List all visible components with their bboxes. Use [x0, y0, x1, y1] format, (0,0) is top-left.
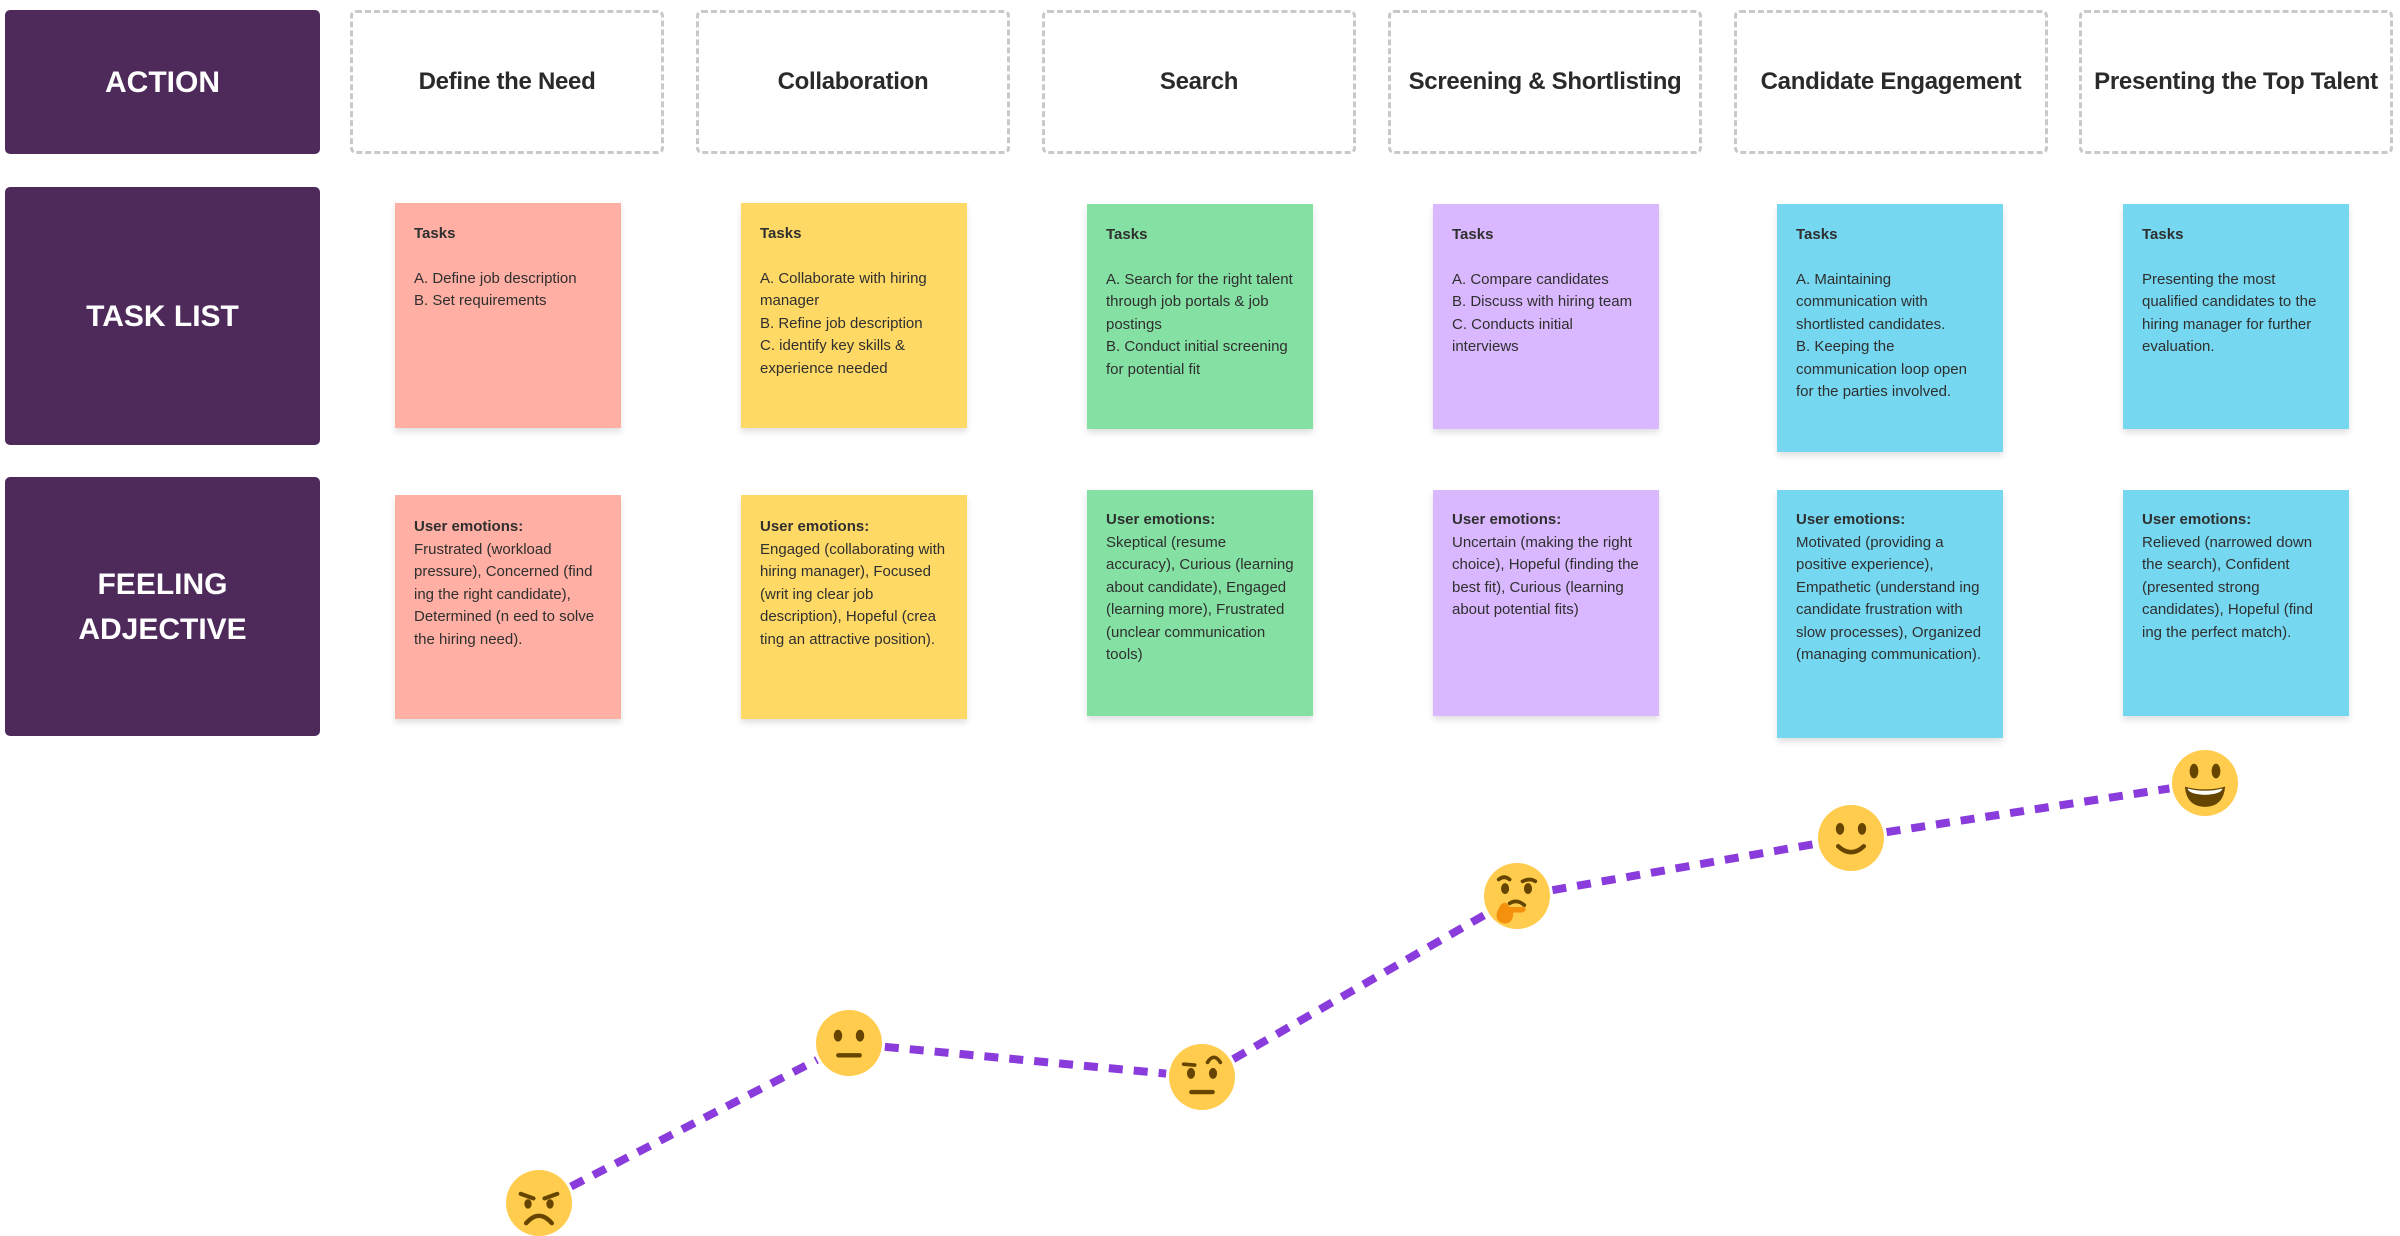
sticky-body: Engaged (collaborating with hiring manag…	[760, 540, 946, 648]
task-sticky-candidate-engagement[interactable]: Tasks A. Maintaining communication with …	[1777, 204, 2003, 452]
row-label-task-list-text: TASK LIST	[86, 299, 239, 333]
sticky-body: A. Maintaining communication with shortl…	[1796, 270, 1967, 401]
sticky-body: Frustrated (workload pressure), Concerne…	[414, 540, 595, 648]
task-sticky-collaboration[interactable]: Tasks A. Collaborate with hiring manager…	[741, 203, 967, 428]
stage-header-search[interactable]: Search	[1042, 10, 1356, 154]
sticky-body: Uncertain (making the right choice), Hop…	[1452, 533, 1639, 619]
sticky-body: Presenting the most qualified candidates…	[2142, 270, 2317, 356]
sticky-title: Tasks	[1452, 226, 1494, 243]
emotion-sticky-candidate-engagement[interactable]: User emotions: Motivated (providing a po…	[1777, 490, 2003, 738]
stage-title: Search	[1159, 68, 1239, 95]
task-sticky-define-the-need[interactable]: Tasks A. Define job description B. Set r…	[395, 203, 621, 428]
sticky-body: Skeptical (resume accuracy), Curious (le…	[1106, 533, 1294, 664]
stage-title: Collaboration	[777, 68, 929, 95]
sticky-title: User emotions:	[1452, 511, 1562, 528]
stage-title: Define the Need	[418, 68, 596, 95]
sticky-title: User emotions:	[2142, 511, 2252, 528]
row-label-feeling-text: FEELING ADJECTIVE	[78, 567, 247, 646]
sticky-title: User emotions:	[414, 518, 524, 535]
thinking-face-icon	[1483, 862, 1551, 931]
sticky-body: A. Define job description B. Set require…	[414, 269, 577, 310]
stage-header-presenting-top-talent[interactable]: Presenting the Top Talent	[2079, 10, 2393, 154]
sticky-title: Tasks	[2142, 226, 2184, 243]
sticky-body: Motivated (providing a positive experien…	[1796, 533, 1982, 664]
neutral-face-icon	[815, 1009, 883, 1078]
sticky-title: User emotions:	[1106, 511, 1216, 528]
stage-title: Presenting the Top Talent	[2094, 68, 2378, 95]
sticky-body: A. Collaborate with hiring manager B. Re…	[760, 269, 927, 377]
sticky-title: Tasks	[1106, 226, 1148, 243]
journey-segment	[1885, 784, 2171, 837]
sticky-title: User emotions:	[1796, 511, 1906, 528]
row-label-action: ACTION	[5, 10, 320, 154]
journey-segment	[1551, 839, 1817, 895]
row-label-action-text: ACTION	[105, 65, 220, 99]
emotion-sticky-search[interactable]: User emotions: Skeptical (resume accurac…	[1087, 490, 1313, 716]
sticky-title: Tasks	[760, 225, 802, 242]
row-label-task-list: TASK LIST	[5, 187, 320, 445]
journey-segment	[1231, 910, 1488, 1063]
sticky-body: A. Compare candidates B. Discuss with hi…	[1452, 270, 1633, 356]
emotion-sticky-screening-shortlisting[interactable]: User emotions: Uncertain (making the rig…	[1433, 490, 1659, 716]
journey-segment	[569, 1056, 819, 1191]
journey-segment	[884, 1042, 1167, 1078]
stage-title: Screening & Shortlisting	[1408, 68, 1682, 95]
stage-header-candidate-engagement[interactable]: Candidate Engagement	[1734, 10, 2048, 154]
stage-header-screening-shortlisting[interactable]: Screening & Shortlisting	[1388, 10, 1702, 154]
task-sticky-presenting-top-talent[interactable]: Tasks Presenting the most qualified cand…	[2123, 204, 2349, 429]
angry-face-icon	[505, 1169, 573, 1236]
emotion-sticky-define-the-need[interactable]: User emotions: Frustrated (workload pres…	[395, 495, 621, 719]
sticky-title: Tasks	[1796, 226, 1838, 243]
row-label-feeling-adjective: FEELING ADJECTIVE	[5, 477, 320, 736]
stage-title: Candidate Engagement	[1760, 68, 2022, 95]
emotion-sticky-presenting-top-talent[interactable]: User emotions: Relieved (narrowed down t…	[2123, 490, 2349, 716]
stage-header-collaboration[interactable]: Collaboration	[696, 10, 1010, 154]
emotion-sticky-collaboration[interactable]: User emotions: Engaged (collaborating wi…	[741, 495, 967, 719]
task-sticky-search[interactable]: Tasks A. Search for the right talent thr…	[1087, 204, 1313, 429]
face-with-raised-eyebrow-icon	[1168, 1043, 1236, 1111]
sticky-title: User emotions:	[760, 518, 870, 535]
sticky-title: Tasks	[414, 225, 456, 242]
stage-header-define-the-need[interactable]: Define the Need	[350, 10, 664, 154]
grinning-face-icon	[2171, 749, 2239, 817]
slightly-smiling-face-icon	[1817, 803, 1885, 872]
sticky-body: A. Search for the right talent through j…	[1106, 270, 1293, 378]
sticky-body: Relieved (narrowed down the search), Con…	[2142, 533, 2313, 641]
task-sticky-screening-shortlisting[interactable]: Tasks A. Compare candidates B. Discuss w…	[1433, 204, 1659, 429]
